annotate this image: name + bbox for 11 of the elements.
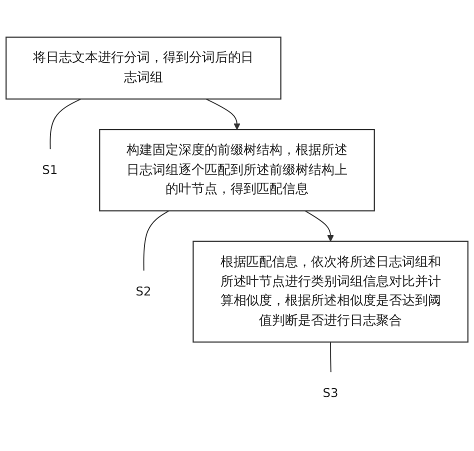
node-box: 将日志文本进行分词，得到分词后的日志词组 [6,36,282,100]
node-text: S2 [136,284,152,299]
node-text: S3 [322,386,338,400]
node-box: 构建固定深度的前缀树结构，根据所述日志词组逐个匹配到所述前缀树结构上的叶节点，得到匹配信息 [99,128,375,212]
arrow [206,98,240,130]
arrow [304,210,334,242]
connector [330,342,332,374]
node-box: 根据匹配信息，依次将所述日志词组和所述叶节点进行类别词组信息对比并计算相似度，根据所述相似度是否达到阈值判断是否进行日志聚合 [192,240,468,343]
connector [50,98,82,150]
node-text: S1 [42,162,58,178]
connector [143,210,170,272]
